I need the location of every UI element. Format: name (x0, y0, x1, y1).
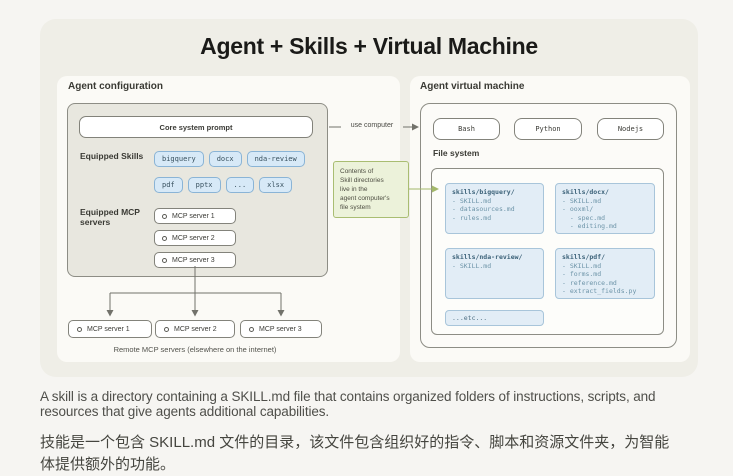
file-system-label: File system (433, 148, 480, 158)
remote-mcp-server-box-3: MCP server 3 (240, 320, 322, 338)
skill-chip-pdf: pdf (154, 177, 183, 193)
caption-block: A skill is a directory containing a SKIL… (40, 389, 688, 476)
remote-mcp-server-box-2: MCP server 2 (155, 320, 235, 338)
mcp-server-box-2: MCP server 2 (154, 230, 236, 246)
skill-chip-docx: docx (208, 151, 242, 167)
skill-dir-docx: skills/docx/ - SKILL.md - ooxml/ - spec.… (555, 183, 655, 234)
remote-mcp-label: MCP server 1 (87, 325, 130, 333)
note-line: Skill directories (340, 177, 384, 184)
skill-chip-bigquery: bigquery (154, 151, 204, 167)
dir-item: - editing.md (562, 222, 617, 230)
server-circle-icon (162, 213, 167, 219)
dir-header: skills/nda-review/ (452, 253, 523, 261)
dir-header: skills/pdf/ (562, 253, 606, 261)
dir-item: - rules.md (452, 213, 492, 222)
dir-item: - SKILL.md (452, 196, 492, 205)
equipped-mcp-list: MCP server 1 MCP server 2 MCP server 3 (154, 208, 236, 268)
agent-configuration-panel: Agent configuration Core system prompt E… (57, 76, 400, 362)
server-circle-icon (164, 326, 169, 332)
core-system-prompt-box: Core system prompt (79, 116, 313, 138)
skill-contents-note: Contents of Skill directories live in th… (333, 161, 409, 218)
remote-mcp-server-box-1: MCP server 1 (68, 320, 152, 338)
skill-chip-xlsx: xlsx (259, 177, 293, 193)
dir-item: - ooxml/ (562, 205, 594, 213)
caption-english: A skill is a directory containing a SKIL… (40, 389, 656, 419)
skill-chip-nda-review: nda-review (246, 151, 305, 167)
skills-row-1: bigquery docx nda-review (154, 151, 305, 167)
mcp-server-box-3: MCP server 3 (154, 252, 236, 268)
dir-item: - extract_fields.py (562, 287, 637, 295)
skill-dir-nda-review: skills/nda-review/ - SKILL.md (445, 248, 544, 299)
mcp-server-label: MCP server 2 (172, 234, 215, 242)
skill-dir-pdf: skills/pdf/ - SKILL.md - forms.md - refe… (555, 248, 655, 299)
agent-config-box: Core system prompt Equipped Skills bigqu… (67, 103, 328, 277)
dir-item: - forms.md (562, 270, 602, 278)
dir-item: - spec.md (562, 213, 606, 222)
server-circle-icon (162, 257, 167, 263)
dir-item: - SKILL.md (562, 196, 602, 205)
note-line: agent computer's (340, 195, 390, 202)
dir-header: skills/docx/ (562, 188, 609, 196)
agent-vm-label: Agent virtual machine (420, 81, 525, 92)
etc-card: ...etc... (445, 310, 544, 326)
note-line: file system (340, 204, 371, 211)
mcp-server-label: MCP server 1 (172, 212, 215, 220)
runtime-python: Python (514, 118, 582, 140)
dir-item: - SKILL.md (452, 261, 492, 270)
server-circle-icon (77, 326, 82, 332)
skill-chip-pptx: pptx (187, 177, 221, 193)
remote-mcp-label: MCP server 2 (174, 325, 217, 333)
mcp-server-label: MCP server 3 (172, 256, 215, 264)
note-line: live in the (340, 186, 368, 193)
remote-mcp-caption: Remote MCP servers (elsewhere on the int… (113, 345, 277, 354)
dir-item: - SKILL.md (562, 261, 602, 270)
use-computer-label: use computer (350, 122, 394, 129)
file-system-box: skills/bigquery/ - SKILL.md - datasource… (431, 168, 664, 335)
diagram-title: Agent + Skills + Virtual Machine (200, 33, 538, 59)
dir-item: - datasources.md (452, 205, 515, 213)
mcp-server-box-1: MCP server 1 (154, 208, 236, 224)
skills-row-2: pdf pptx ... xlsx (154, 177, 293, 193)
skill-dir-bigquery: skills/bigquery/ - SKILL.md - datasource… (445, 183, 544, 234)
runtime-bash: Bash (433, 118, 500, 140)
server-circle-icon (162, 235, 167, 241)
runtime-nodejs: Nodejs (597, 118, 664, 140)
equipped-mcp-label: Equipped MCP servers (80, 207, 140, 227)
vm-box: Bash Python Nodejs File system skills/bi… (420, 103, 677, 348)
agent-configuration-label: Agent configuration (68, 81, 163, 92)
skill-chip-ellipsis: ... (225, 177, 255, 193)
dir-header: skills/bigquery/ (452, 188, 515, 196)
note-line: Contents of (340, 168, 374, 175)
remote-mcp-label: MCP server 3 (259, 325, 302, 333)
equipped-skills-label: Equipped Skills (80, 151, 144, 161)
figure-card: Agent + Skills + Virtual Machine Agent c… (40, 19, 698, 377)
server-circle-icon (249, 326, 254, 332)
dir-item: - reference.md (562, 278, 617, 287)
agent-vm-panel: Agent virtual machine Bash Python Nodejs… (410, 76, 690, 362)
caption-chinese: 技能是一个包含 SKILL.md 文件的目录，该文件包含组织好的指令、脚本和资源… (40, 434, 670, 473)
